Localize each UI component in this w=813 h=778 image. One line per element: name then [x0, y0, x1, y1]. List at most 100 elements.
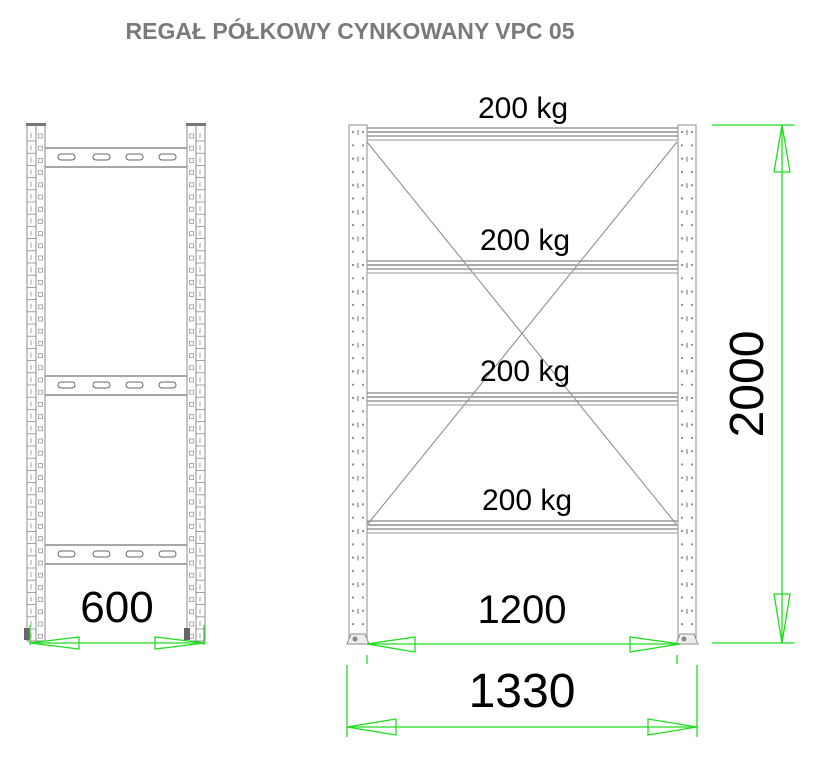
- hole: [38, 450, 43, 456]
- hole: [38, 255, 43, 261]
- hole: [361, 330, 365, 333]
- hole: [361, 529, 365, 533]
- hole: [38, 585, 43, 590]
- hole: [680, 224, 684, 227]
- hole: [680, 476, 684, 479]
- hole: [680, 130, 684, 134]
- foot: [184, 628, 190, 640]
- shelves: [367, 127, 678, 534]
- hole: [38, 572, 43, 578]
- hole: [189, 389, 194, 395]
- hole: [361, 303, 365, 306]
- hole: [690, 596, 694, 599]
- hole: [189, 267, 194, 273]
- hole: [351, 476, 355, 479]
- hole: [189, 145, 194, 151]
- arrow-down-icon: [773, 593, 791, 644]
- hole: [38, 463, 43, 468]
- foot: [675, 633, 699, 645]
- hole: [189, 621, 194, 627]
- hole: [361, 516, 365, 519]
- front-right-upright: [675, 124, 699, 645]
- hole: [690, 157, 694, 160]
- cross-bracing: [366, 141, 678, 526]
- hole: [351, 263, 355, 267]
- hole: [690, 463, 694, 466]
- hole: [38, 499, 43, 505]
- hole: [189, 402, 194, 407]
- hole: [361, 197, 365, 200]
- hole: [38, 487, 43, 493]
- hole: [351, 197, 355, 200]
- hole: [351, 330, 355, 333]
- hole: [189, 280, 194, 285]
- hole: [690, 436, 694, 439]
- hole: [361, 596, 365, 599]
- hole: [351, 357, 355, 360]
- side-view: 600: [24, 123, 206, 650]
- hole: [361, 224, 365, 227]
- hole: [351, 237, 355, 240]
- hole: [189, 170, 194, 175]
- hole: [38, 316, 43, 322]
- beam-slot: [125, 381, 144, 389]
- inner-width-label: 1200: [478, 588, 567, 632]
- hole: [189, 206, 194, 212]
- hole: [351, 370, 355, 373]
- hole: [690, 357, 694, 360]
- hole: [189, 292, 194, 297]
- arrow-right-icon: [154, 636, 206, 650]
- hole: [38, 231, 43, 236]
- hole: [690, 410, 694, 413]
- hole: [680, 263, 684, 267]
- hole: [189, 182, 194, 188]
- hole: [38, 145, 43, 151]
- arrow-left-icon: [366, 636, 416, 653]
- hole: [690, 184, 694, 187]
- front-view: 200 kg 200 kg 200 kg 200 kg 1200 1330: [346, 92, 795, 737]
- hole: [680, 197, 684, 200]
- hole: [690, 503, 694, 506]
- arrow-right-icon: [629, 636, 681, 653]
- hole: [690, 423, 694, 426]
- side-left-upright: [24, 123, 46, 642]
- hole: [351, 490, 355, 493]
- shelf-load-label-4: 200 kg: [482, 484, 572, 517]
- hole: [189, 475, 194, 480]
- hole: [690, 490, 694, 493]
- hole: [38, 158, 43, 163]
- hole: [189, 304, 194, 310]
- hole: [351, 343, 355, 346]
- hole: [38, 536, 43, 541]
- hole: [351, 210, 355, 213]
- hole: [38, 511, 43, 517]
- hole: [38, 365, 43, 371]
- hole: [690, 529, 694, 533]
- hole: [351, 516, 355, 519]
- hole: [351, 290, 355, 293]
- hole: [189, 158, 194, 163]
- hole: [690, 476, 694, 479]
- hole: [690, 224, 694, 227]
- hole: [680, 370, 684, 373]
- bolt: [681, 636, 687, 642]
- hole: [680, 543, 684, 546]
- hole: [351, 623, 355, 626]
- hole: [38, 438, 43, 444]
- hole: [38, 194, 43, 200]
- hole: [361, 436, 365, 439]
- hole: [680, 250, 684, 253]
- beam-slot: [158, 381, 177, 389]
- hole: [690, 543, 694, 546]
- hole: [690, 263, 694, 267]
- hole: [351, 423, 355, 426]
- hole: [680, 490, 684, 493]
- hole: [680, 436, 684, 439]
- hole: [189, 585, 194, 590]
- hole: [361, 396, 365, 400]
- hole: [38, 389, 43, 395]
- hole: [351, 436, 355, 439]
- beam-slot: [92, 381, 111, 389]
- hole: [189, 548, 194, 554]
- hole: [690, 277, 694, 280]
